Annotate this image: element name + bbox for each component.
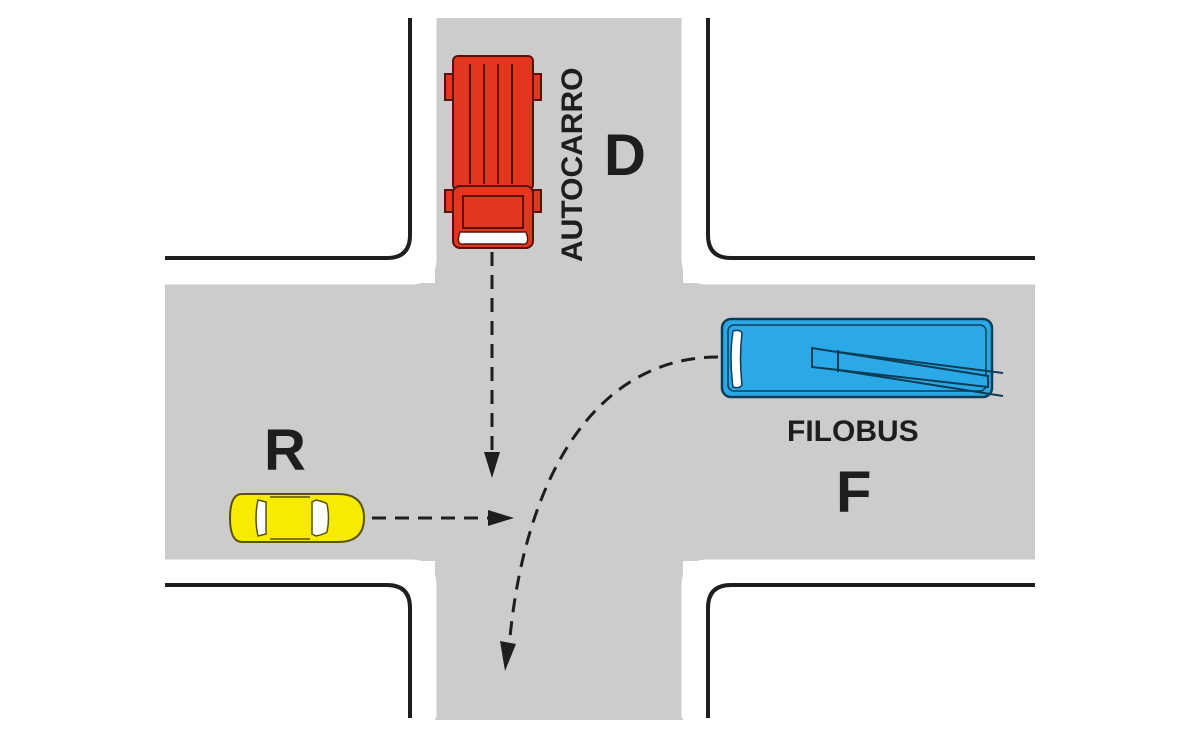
curb-bottom-right	[706, 583, 1035, 718]
car	[228, 493, 366, 543]
car-body	[228, 493, 366, 543]
curb-bottom-left	[165, 583, 412, 718]
car-windshield	[311, 499, 330, 537]
trolleybus-letter: F	[836, 460, 871, 525]
truck-letter: D	[604, 123, 646, 188]
curb-top-left	[165, 18, 412, 260]
trolleybus-poles	[811, 346, 989, 389]
truck	[444, 55, 542, 249]
truck-mirror-cab-left	[444, 189, 454, 213]
curbs	[165, 18, 1035, 718]
trolleybus-windshield	[730, 329, 743, 389]
inner-curbs	[165, 18, 1035, 718]
truck-mirror-right	[532, 73, 542, 101]
truck-cargo-box	[452, 55, 534, 191]
truck-mirror-cab-right	[532, 189, 542, 213]
truck-path	[484, 252, 500, 478]
car-path	[372, 510, 514, 526]
truck-path-arrowhead	[484, 452, 500, 478]
truck-caption: AUTOCARRO	[556, 68, 589, 262]
car-rear-window	[255, 499, 267, 537]
trolleybus-path	[500, 355, 719, 671]
curb-top-right	[706, 18, 1035, 260]
trolleybus-caption: FILOBUS	[787, 415, 919, 448]
car-letter: R	[264, 418, 306, 483]
trolleybus-path-arrowhead	[500, 641, 516, 671]
truck-mirror-left	[444, 73, 454, 101]
truck-roof-panel	[462, 195, 524, 229]
car-path-arrowhead	[488, 510, 514, 526]
trolleybus	[720, 317, 1004, 399]
truck-windshield	[457, 231, 529, 245]
